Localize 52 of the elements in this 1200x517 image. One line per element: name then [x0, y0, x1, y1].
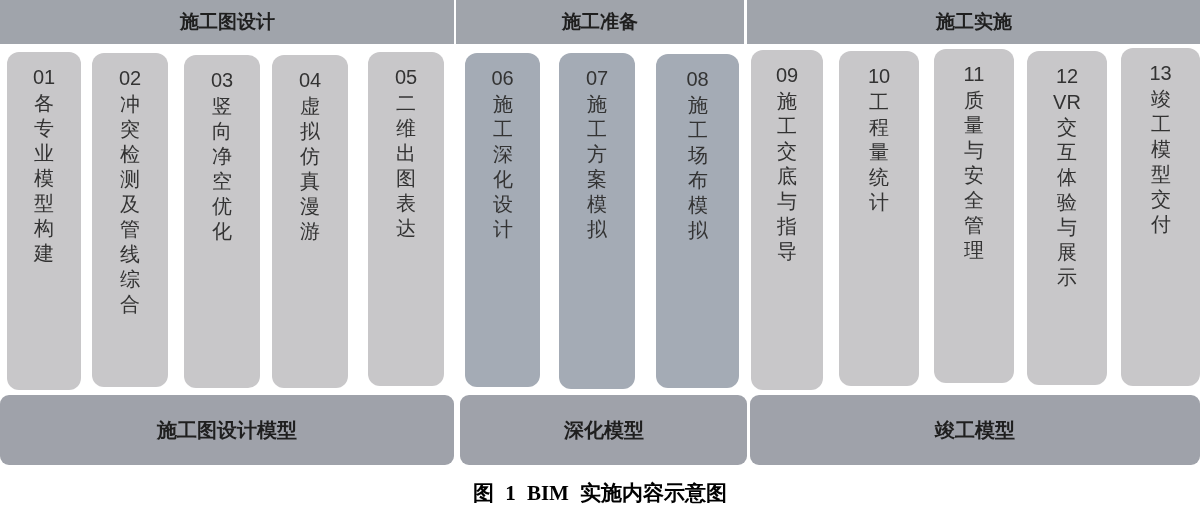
task-column: [1027, 51, 1107, 385]
task-label: 施工交底与指导: [776, 89, 798, 264]
task-column: [934, 49, 1014, 383]
task-column: [272, 55, 348, 388]
task-number: 01: [32, 65, 56, 89]
model-bar: [0, 395, 454, 465]
task-column: [184, 55, 260, 388]
task-column: [465, 53, 540, 387]
task-label: VR交互体验与展示: [1052, 90, 1082, 290]
task-label: 冲突检测及管线综合: [119, 92, 141, 317]
model-title: 深化模型: [563, 418, 644, 443]
phase-title: 施工图设计: [179, 9, 275, 34]
task-number: 09: [775, 63, 799, 87]
task-label: 二维出图表达: [395, 91, 417, 241]
task-number: 08: [686, 67, 709, 91]
task-column: [7, 52, 81, 390]
task-column: [751, 50, 823, 390]
task-number: 02: [118, 66, 142, 90]
model-title: 竣工模型: [935, 418, 1015, 443]
task-label: 施工深化设计: [491, 92, 514, 242]
phase-title: 施工准备: [562, 9, 638, 34]
task-column: [559, 53, 635, 389]
task-label: 竣工模型交付: [1149, 87, 1172, 237]
task-number: 07: [585, 66, 609, 90]
task-column: [92, 53, 168, 387]
task-label: 施工场布模拟: [686, 93, 709, 243]
phase-header-bar: [747, 0, 1200, 44]
figure-caption: 图 1 BIM 实施内容示意图: [472, 480, 728, 507]
task-label: 工程量统计: [868, 90, 890, 215]
task-label: 质量与安全管理: [963, 88, 985, 263]
task-number: 11: [963, 62, 985, 86]
task-number: 12: [1055, 64, 1079, 88]
model-bar: [460, 395, 747, 465]
task-number: 10: [867, 64, 891, 88]
task-column: [656, 54, 739, 388]
phase-header-bar: [456, 0, 744, 44]
task-number: 03: [210, 68, 234, 92]
task-column: [1121, 48, 1200, 386]
task-number: 06: [491, 66, 514, 90]
model-bar: [750, 395, 1200, 465]
task-column: [368, 52, 444, 386]
model-title: 施工图设计模型: [157, 418, 297, 443]
task-number: 05: [394, 65, 418, 89]
phase-title: 施工实施: [935, 9, 1012, 34]
phase-header-bar: [0, 0, 454, 44]
task-label: 各专业模型构建: [33, 91, 55, 266]
task-column: [839, 51, 919, 386]
task-label: 虚拟仿真漫游: [299, 94, 321, 244]
task-label: 施工方案模拟: [586, 92, 608, 242]
task-number: 13: [1149, 61, 1172, 85]
task-number: 04: [298, 68, 322, 92]
task-label: 竖向净空优化: [211, 94, 233, 244]
